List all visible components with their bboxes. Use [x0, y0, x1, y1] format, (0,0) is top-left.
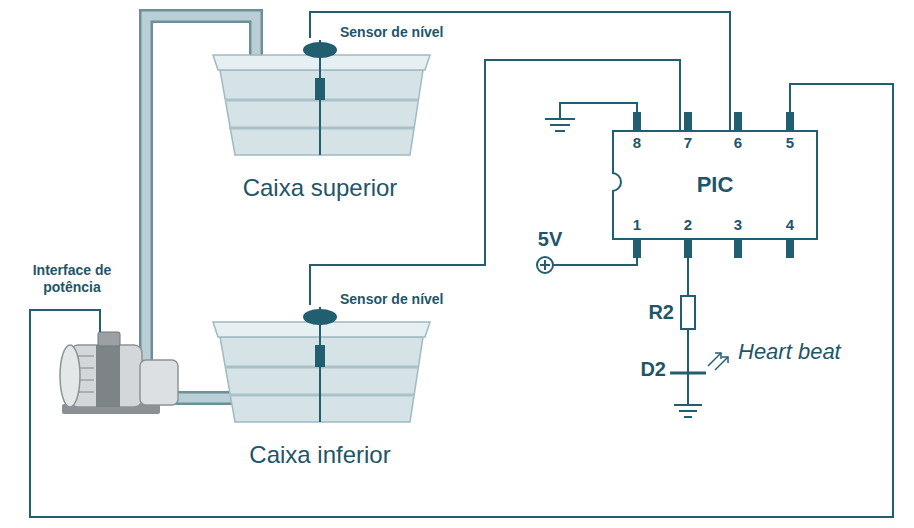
sensor-float: [315, 345, 325, 367]
pin-number: 3: [734, 216, 742, 233]
node-text-group: Caixa inferior: [195, 441, 445, 469]
node-label: Caixa superior: [195, 174, 445, 202]
plus-sign: [544, 260, 546, 270]
chip-notch: [612, 172, 624, 192]
pin-number: 8: [633, 134, 641, 151]
sensor-label: Sensor de nível: [340, 24, 443, 40]
interface-label: Interface de potência: [20, 262, 124, 296]
water-tank: Caixa inferior: [195, 305, 445, 473]
light-arrow: [708, 353, 721, 366]
chip-pin: [633, 112, 641, 131]
chip-pin: [633, 239, 641, 258]
pin-number: 2: [684, 216, 692, 233]
chip-pin: [684, 239, 692, 258]
node-label: Caixa inferior: [195, 441, 445, 469]
supply-terminal: [537, 257, 553, 273]
sensor-float: [315, 78, 325, 100]
pin-number: 6: [734, 134, 742, 151]
supply-label: 5V: [538, 228, 562, 251]
sensor-label: Sensor de nível: [340, 291, 443, 307]
motor-rib: [78, 355, 94, 357]
tank-body: [220, 70, 423, 155]
node-text-group: Caixa superior: [195, 174, 445, 202]
control-wire: [30, 84, 893, 517]
pin-number: 1: [633, 216, 641, 233]
motor-end: [60, 345, 80, 407]
tank-band: [229, 127, 414, 130]
tank-band: [229, 394, 414, 397]
pipe-outline: [172, 391, 234, 405]
pin-number: 5: [786, 134, 794, 151]
supply-wire: [553, 258, 637, 265]
chip-pin: [684, 112, 692, 131]
light-arrow: [715, 357, 728, 370]
pin-number: 7: [684, 134, 692, 151]
chip-notch-arc: [612, 173, 621, 191]
motor-rib: [78, 391, 94, 393]
ground-symbol: [679, 410, 697, 412]
motor-body: [70, 345, 142, 407]
ground-symbol: [674, 404, 702, 406]
node-text-group: PIC: [614, 172, 816, 197]
ground-wire: [560, 103, 637, 119]
led-symbol: [670, 372, 706, 375]
ground-symbol: [550, 124, 570, 126]
light-arrow: [715, 353, 721, 359]
chip-pin: [734, 239, 742, 258]
resistor-label: R2: [648, 301, 674, 324]
motor-band: [96, 345, 120, 407]
chip-pin: [734, 112, 742, 131]
level-sensor: [303, 309, 337, 325]
level-sensor: [303, 42, 337, 58]
tank-body: [220, 337, 423, 422]
ground-symbol: [545, 118, 575, 120]
diode-label: D2: [640, 358, 666, 381]
pump-head: [140, 360, 178, 405]
ground-symbol: [684, 416, 692, 418]
chip-pin: [786, 112, 794, 131]
pin-number: 4: [786, 216, 794, 233]
light-arrow: [722, 357, 728, 363]
water-tank: Caixa superior: [195, 38, 445, 206]
chip-pin: [786, 239, 794, 258]
ground-symbol: [555, 130, 565, 132]
led-wire: [687, 329, 689, 405]
chip-label: PIC: [614, 172, 816, 197]
resistor-symbol: [681, 296, 695, 329]
signal-name: Heart beat: [738, 339, 841, 364]
pipe: [172, 394, 234, 403]
led-wire: [687, 258, 689, 296]
junction-box: [98, 332, 120, 346]
